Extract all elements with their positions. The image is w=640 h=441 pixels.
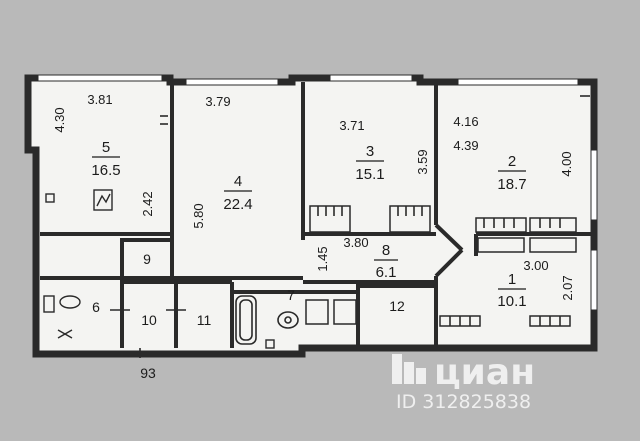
dimension-label: 3.80 (343, 235, 368, 250)
room-2-area: 18.7 (497, 176, 526, 193)
dimension-labels: 3.81 4.30 2.42 3.79 5.80 3.71 3.59 4.16 … (52, 92, 575, 301)
room-6-number: 6 (92, 299, 100, 315)
dimension-label: 5.80 (191, 203, 206, 228)
watermark-brand: циан (434, 352, 535, 393)
watermark-id: ID 312825838 (396, 391, 531, 413)
dimension-label: 2.07 (560, 275, 575, 300)
hatch-ticks (110, 95, 590, 358)
cian-logo-icon (392, 354, 426, 384)
dimension-label: 2.42 (140, 191, 155, 216)
room-5-area: 16.5 (91, 162, 120, 179)
room-10-number: 10 (141, 312, 157, 328)
interior-walls (40, 82, 594, 350)
room-8-area: 6.1 (376, 264, 397, 281)
dimension-label: 3.00 (523, 258, 548, 273)
room-11-number: 11 (197, 312, 212, 328)
room-1-area: 10.1 (497, 293, 526, 310)
room-3-number: 3 (366, 143, 374, 160)
room-2-number: 2 (508, 153, 516, 170)
watermark: циан ID 312825838 (392, 352, 535, 413)
room-4-area: 22.4 (223, 196, 252, 213)
room-1-number: 1 (508, 271, 516, 288)
room-12-number: 12 (389, 298, 405, 314)
dimension-label: 4.30 (52, 107, 67, 132)
dimension-label: 1.45 (315, 246, 330, 271)
bathtub (235, 295, 257, 345)
floor-area (28, 78, 594, 354)
room-9-number: 9 (143, 251, 151, 267)
dimension-label: 3.71 (339, 118, 364, 133)
room-3-area: 15.1 (355, 166, 384, 183)
dimension-label: 4.00 (559, 151, 574, 176)
dimension-label: 3.81 (87, 92, 112, 107)
radiator-symbol (93, 189, 113, 211)
washbasin (277, 311, 299, 329)
dimension-label: 3.79 (205, 94, 230, 109)
room-4-number: 4 (234, 173, 242, 190)
stair-number: 93 (140, 365, 156, 381)
room-5-number: 5 (102, 139, 110, 156)
dimension-label: 4.16 (453, 114, 478, 129)
room-labels: 5 16.5 4 22.4 3 15.1 2 18.7 8 6.1 1 10.1… (91, 139, 526, 328)
room-8-number: 8 (382, 242, 390, 259)
room-7-number: 7 (287, 287, 295, 303)
dimension-label: 4.39 (453, 138, 478, 153)
dimension-label: 3.59 (415, 149, 430, 174)
toilet (43, 295, 81, 339)
windows (37, 74, 598, 311)
vent-symbols (45, 193, 275, 349)
